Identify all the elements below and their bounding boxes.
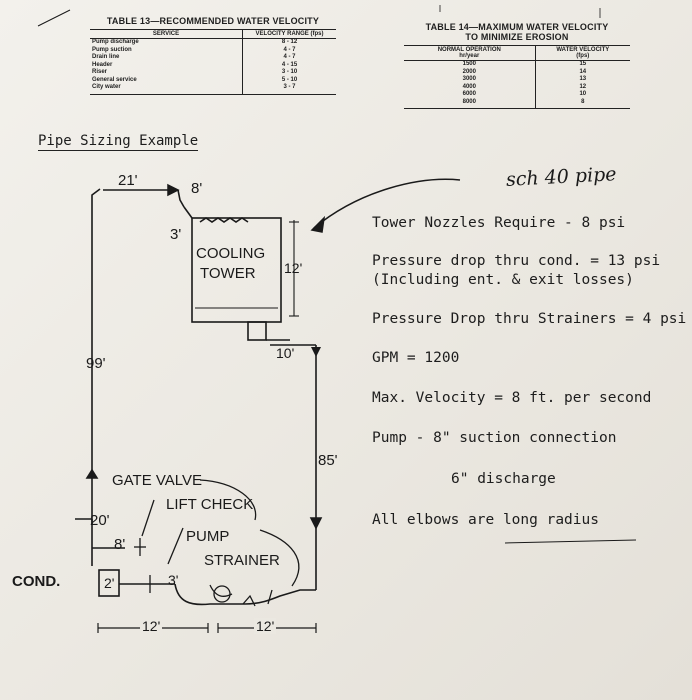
dim-99: 99' xyxy=(86,355,106,372)
table-13-row: Pump discharge 8 - 12 xyxy=(90,38,336,47)
table-13-cell: 3 - 10 xyxy=(242,69,336,77)
table-14-grid: NORMAL OPERATION hr/year WATER VELOCITY … xyxy=(404,45,630,109)
label-gate-valve: GATE VALVE xyxy=(112,472,203,489)
dim-3-top: 3' xyxy=(170,226,182,243)
table-14-cell: 3000 xyxy=(462,76,476,82)
table-14-cell: 6000 xyxy=(462,91,476,97)
table-13-cell: 4 - 15 xyxy=(242,61,336,69)
note-elbows: All elbows are long radius xyxy=(372,512,599,528)
table-13-row: Riser 3 - 10 xyxy=(90,69,336,77)
table-14-row: 2000 14 xyxy=(404,68,630,76)
table-14-cell: 13 xyxy=(534,76,630,84)
table-13-cell: Riser xyxy=(92,69,108,75)
dim-3: 3' xyxy=(168,572,179,588)
label-tower: TOWER xyxy=(200,265,256,282)
table-14-cell: 8000 xyxy=(404,98,536,109)
table-13-cell: General service xyxy=(92,76,137,83)
dim-10: 10' xyxy=(276,345,295,361)
note-pump-suction: Pump - 8" suction connection xyxy=(372,430,617,446)
table-14-title-line2: TO MINIMIZE EROSION xyxy=(465,32,569,42)
table-14-row: 4000 12 xyxy=(404,83,630,91)
table-14-row: 1500 15 xyxy=(404,60,630,69)
table-13-cell: Drain line xyxy=(92,54,120,60)
note-pressure-drop-cond-sub: (Including ent. & exit losses) xyxy=(372,272,634,288)
note-gpm: GPM = 1200 xyxy=(372,350,460,366)
table-13-row: Drain line 4 - 7 xyxy=(90,54,336,62)
table-13-header-service: SERVICE xyxy=(90,29,243,39)
table-14-cell: 1500 xyxy=(462,61,476,67)
table-13-row: Header 4 - 15 xyxy=(90,61,336,69)
note-pump-discharge: 6" discharge xyxy=(451,471,556,487)
table-13-cell: Header xyxy=(92,61,113,68)
cooling-tower xyxy=(183,206,299,341)
dim-8: 8' xyxy=(114,536,126,553)
table-14-subheader-hours: hr/year xyxy=(459,53,480,59)
table-14: TABLE 14—MAXIMUM WATER VELOCITY TO MINIM… xyxy=(404,22,630,109)
table-14-row: 3000 13 xyxy=(404,76,630,84)
table-14-header-velocity-label: WATER VELOCITY xyxy=(556,47,610,53)
note-pointer-arrow xyxy=(310,178,461,233)
table-13-cell: 8 - 12 xyxy=(242,38,336,47)
dim-21-arrow xyxy=(103,183,180,197)
label-cond: COND. xyxy=(12,573,61,590)
pipe-sizing-heading: Pipe Sizing Example xyxy=(38,133,199,151)
dim-2: 2' xyxy=(104,575,115,591)
table-14-cell: 15 xyxy=(534,60,630,69)
label-lift-check: LIFT CHECK xyxy=(166,496,254,513)
table-13-cell: 5 - 10 xyxy=(242,76,336,84)
table-13-row: Pump suction 4 - 7 xyxy=(90,46,336,54)
dim-12-b: 12' xyxy=(254,618,277,634)
table-14-header-operation: NORMAL OPERATION hr/year xyxy=(404,45,536,61)
table-13-row: General service 5 - 10 xyxy=(90,76,336,84)
dim-12-a: 12' xyxy=(140,618,163,634)
table-13-title: TABLE 13—RECOMMENDED WATER VELOCITY xyxy=(106,16,320,26)
label-cooling: COOLING xyxy=(196,245,266,262)
table-13-cell: 3 - 7 xyxy=(242,84,336,95)
dim-85: 85' xyxy=(318,452,338,469)
table-13-cell: Pump discharge xyxy=(92,39,139,45)
table-14-row: 6000 10 xyxy=(404,91,630,99)
table-13-grid: SERVICE VELOCITY RANGE (fps) Pump discha… xyxy=(90,29,336,95)
label-pump: PUMP xyxy=(186,528,230,545)
table-14-title-line1: TABLE 14—MAXIMUM WATER VELOCITY xyxy=(425,22,609,32)
note-strainers: Pressure Drop thru Strainers = 4 psi xyxy=(372,311,687,327)
table-14-cell: 10 xyxy=(534,91,630,99)
component-leaders xyxy=(134,479,300,607)
dim-21: 21' xyxy=(118,172,138,189)
table-14-subheader-fps: (fps) xyxy=(576,53,590,59)
table-14-cell: 8 xyxy=(534,98,630,109)
table-13: TABLE 13—RECOMMENDED WATER VELOCITY SERV… xyxy=(90,16,336,95)
dim-8-top: 8' xyxy=(191,180,203,197)
table-14-cell: 4000 xyxy=(462,83,476,90)
label-strainer: STRAINER xyxy=(204,552,280,569)
table-14-cell: 2000 xyxy=(462,68,476,75)
table-13-cell: 4 - 7 xyxy=(242,46,336,54)
dim-12-tower: 12' xyxy=(284,260,303,276)
pipe-loop xyxy=(75,188,323,606)
table-14-header-velocity: WATER VELOCITY (fps) xyxy=(534,45,630,61)
table-13-header-velocity: VELOCITY RANGE (fps) xyxy=(242,29,336,39)
table-13-cell: 4 - 7 xyxy=(242,54,336,62)
note-tower-nozzles: Tower Nozzles Require - 8 psi xyxy=(372,215,626,231)
dim-20: 20' xyxy=(90,512,110,529)
note-pressure-drop-cond: Pressure drop thru cond. = 13 psi xyxy=(372,253,661,269)
note-max-velocity: Max. Velocity = 8 ft. per second xyxy=(372,390,652,406)
table-13-cell: Pump suction xyxy=(92,46,132,53)
table-14-cell: 12 xyxy=(534,83,630,91)
table-14-header-operation-label: NORMAL OPERATION xyxy=(437,47,501,53)
table-14-cell: 14 xyxy=(534,68,630,76)
table-13-cell: City water xyxy=(90,84,243,95)
